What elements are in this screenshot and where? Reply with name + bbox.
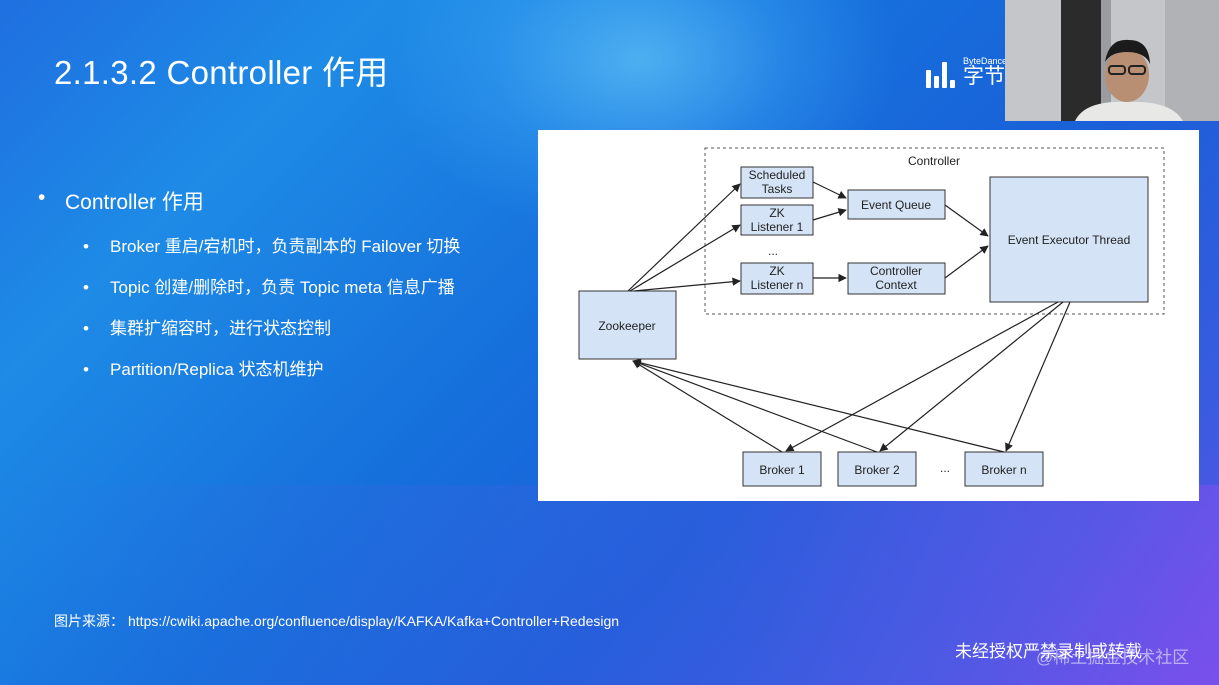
svg-text:Tasks: Tasks [762,182,793,196]
controller-label: Controller [908,154,960,168]
brokers-ellipsis: ... [940,461,950,475]
controller-diagram: Controller Scheduled Tasks ZK Listener 1… [538,130,1199,501]
presenter-video-image [1005,0,1219,121]
broker-n-node: Broker n [964,451,1044,487]
logo-big-text: 字节 [963,65,1005,88]
bullet-list: Controller 作用 Broker 重启/宕机时，负责副本的 Failov… [38,186,460,399]
slide-title: 2.1.3.2 Controller 作用 [54,54,389,91]
image-source: 图片来源：https://cwiki.apache.org/confluence… [54,611,619,631]
watermark-text: @稀土掘金技术社区 [1036,648,1190,667]
bullet-sub-1: Broker 重启/宕机时，负责副本的 Failover 切换 [38,235,460,276]
controller-context-node: Controller Context [847,262,946,295]
svg-text:Scheduled: Scheduled [749,168,806,182]
svg-text:Event Executor Thread: Event Executor Thread [1008,233,1131,247]
broker-2-node: Broker 2 [837,451,917,487]
svg-text:Broker 2: Broker 2 [854,463,900,477]
bullet-main: Controller 作用 [38,186,460,216]
svg-text:Listener 1: Listener 1 [751,220,804,234]
bullet-sub-3: 集群扩缩容时，进行状态控制 [38,317,460,358]
event-queue-node: Event Queue [847,189,946,220]
svg-text:Context: Context [875,278,917,292]
source-label: 图片来源： [54,613,124,629]
svg-text:Zookeeper: Zookeeper [598,319,655,333]
listeners-ellipsis: ... [768,244,778,258]
svg-text:Broker 1: Broker 1 [759,463,805,477]
bytedance-logo: ByteDance 字节 [926,56,1007,88]
bytedance-logo-icon [926,62,955,88]
svg-text:ZK: ZK [769,206,784,220]
broker-1-node: Broker 1 [742,451,822,487]
source-url[interactable]: https://cwiki.apache.org/confluence/disp… [128,613,620,629]
svg-text:Controller: Controller [870,264,922,278]
svg-text:Broker n: Broker n [981,463,1026,477]
zk-listener-1-node: ZK Listener 1 [740,204,814,236]
bullet-sub-4: Partition/Replica 状态机维护 [38,358,460,399]
controller-boundary [704,147,1165,315]
zookeeper-node: Zookeeper [578,290,677,360]
zk-listener-n-node: ZK Listener n [740,262,814,295]
copyright-notice: 未经授权严禁录制或转载 [955,642,1142,661]
diagram-arrows [627,181,1071,453]
scheduled-tasks-node: Scheduled Tasks [740,166,814,199]
webcam-overlay [1005,0,1219,121]
svg-text:Listener n: Listener n [751,278,804,292]
svg-text:Event Queue: Event Queue [861,198,931,212]
bullet-sub-2: Topic 创建/删除时，负责 Topic meta 信息广播 [38,276,460,317]
svg-text:ZK: ZK [769,264,784,278]
logo-small-text: ByteDance [963,56,1008,66]
event-executor-thread-node: Event Executor Thread [989,176,1149,303]
